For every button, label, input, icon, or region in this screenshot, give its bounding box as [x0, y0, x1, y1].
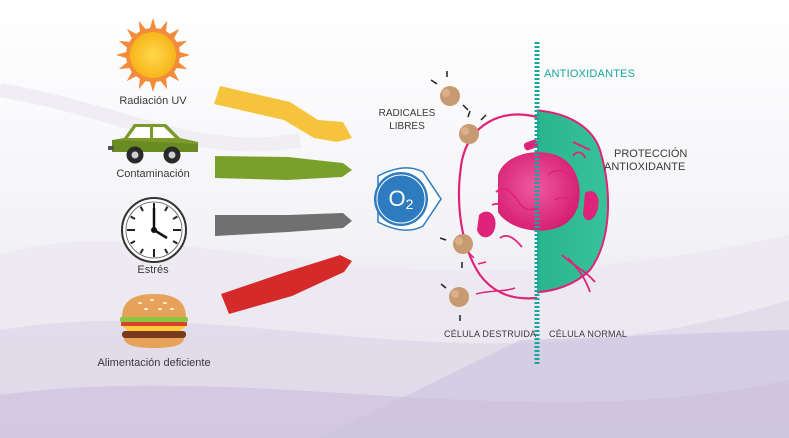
free-radical [430, 71, 469, 111]
free-radicals-label: RADICALES LIBRES [372, 107, 442, 133]
diet-arrow [221, 255, 352, 314]
sun-ray [149, 80, 157, 92]
protection-label: PROTECCIÓN ANTIOXIDANTE [604, 148, 704, 174]
sun-ray [149, 18, 157, 30]
factor-label-stress: Estrés [137, 264, 169, 276]
protection-line1: PROTECCIÓN [614, 148, 688, 160]
clock-tick [139, 248, 144, 254]
uv-arrow [214, 86, 352, 142]
free-radicals [430, 71, 487, 321]
stress-arrow [215, 213, 352, 236]
clock-tick [130, 240, 136, 245]
clock-tick [130, 215, 136, 220]
pollution-arrow [215, 156, 352, 180]
car-icon [108, 124, 198, 164]
burger-icon [120, 294, 188, 348]
factor-label-diet: Alimentación deficiente [97, 357, 211, 369]
protection-line2: ANTIOXIDANTE [604, 161, 686, 173]
destroyed-cell-label: CÉLULA DESTRUIDA [444, 329, 537, 339]
oxygen-symbol: O [388, 186, 406, 211]
clock-icon [121, 197, 187, 263]
clock-tick [164, 248, 169, 254]
normal-cell-label: CÉLULA NORMAL [549, 329, 628, 339]
factor-label-pollution: Contaminación [116, 168, 190, 180]
free-radicals-line1: RADICALES [378, 108, 436, 119]
oxygen-badge [374, 167, 442, 231]
sun-icon [116, 18, 190, 92]
oxygen-label: O2 [378, 186, 424, 217]
clock-tick [172, 240, 178, 245]
clock-tick [164, 206, 169, 212]
free-radical [440, 283, 469, 321]
background-swooshes [0, 83, 789, 438]
free-radical [439, 234, 473, 268]
oxygen-subscript: 2 [405, 196, 414, 212]
clock-tick [139, 206, 144, 212]
factor-label-uv: Radiación UV [119, 95, 187, 107]
free-radicals-line2: LIBRES [389, 121, 425, 132]
clock-tick [172, 215, 178, 220]
free-radical [459, 110, 487, 144]
sun-ray [116, 51, 128, 59]
antioxidants-label: ANTIOXIDANTES [544, 68, 636, 80]
sun-ray [178, 51, 190, 59]
